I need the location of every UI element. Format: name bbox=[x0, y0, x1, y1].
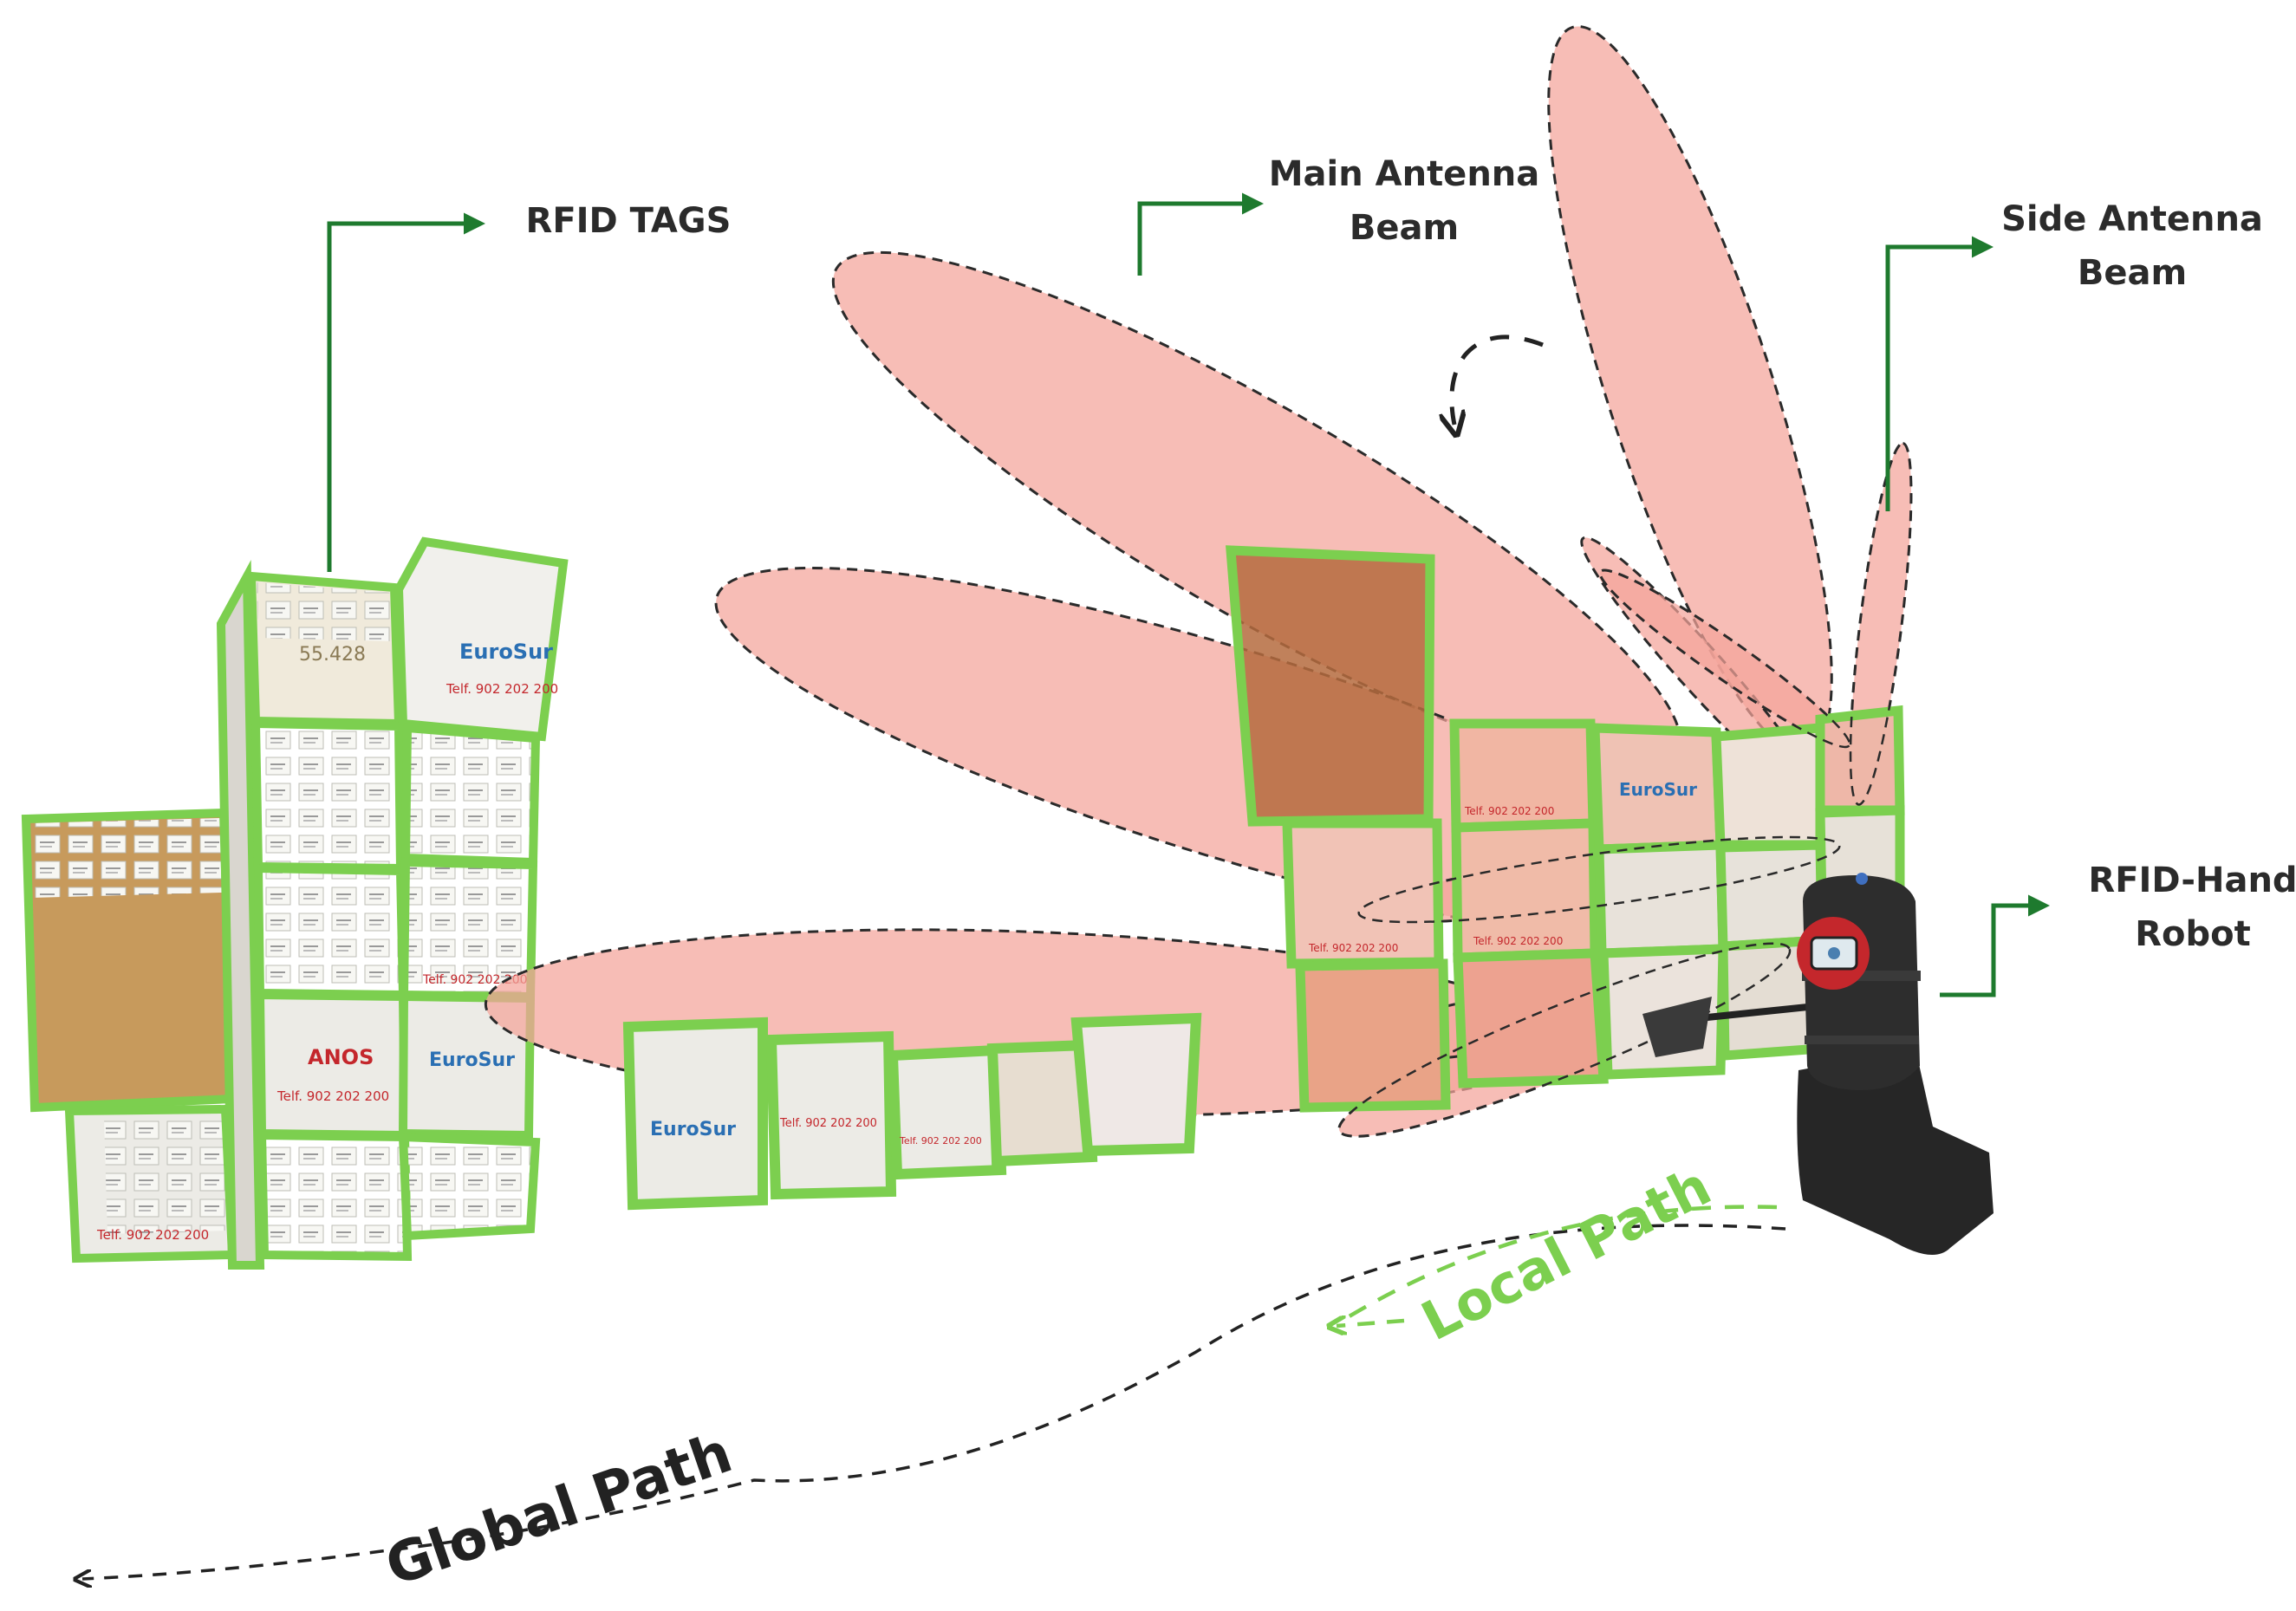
box-brand-label: EuroSur bbox=[1619, 779, 1697, 800]
white-box bbox=[1723, 940, 1822, 1056]
white-box bbox=[992, 1045, 1092, 1161]
robot-top-light bbox=[1856, 873, 1868, 885]
box-phone-label: Telf. 902 202 200 bbox=[899, 1135, 982, 1147]
white-box bbox=[262, 1135, 407, 1257]
tag-outline bbox=[257, 1130, 413, 1262]
tag-outline bbox=[622, 1017, 768, 1211]
main-antenna-label-line1: Main Antenna bbox=[1268, 154, 1540, 194]
rfid-tags-label: RFID TAGS bbox=[525, 201, 732, 241]
global-path-label: Global Path bbox=[378, 1421, 740, 1599]
side-antenna-label-line2: Beam bbox=[2077, 253, 2188, 293]
white-box bbox=[403, 997, 530, 1135]
white-box bbox=[1454, 724, 1593, 828]
white-box bbox=[406, 728, 536, 862]
side-antenna-label-line1: Side Antenna bbox=[2001, 199, 2263, 239]
box-phone-label: Telf. 902 202 200 bbox=[1464, 805, 1554, 817]
white-box bbox=[1076, 1018, 1196, 1151]
rotation-arrow-icon bbox=[1452, 335, 1544, 425]
robot-eye bbox=[1828, 947, 1840, 959]
box-price-label: 55.428 bbox=[299, 644, 366, 666]
box-brand-label: EuroSur bbox=[429, 1049, 515, 1071]
tag-sheet bbox=[29, 818, 222, 898]
white-box bbox=[1458, 953, 1603, 1083]
callout-arrow-icon bbox=[1940, 894, 2050, 997]
main-antenna-label-line2: Beam bbox=[1349, 208, 1460, 248]
robot-collar bbox=[1805, 1036, 1919, 1044]
box-brand-label: EuroSur bbox=[459, 640, 553, 664]
white-box bbox=[260, 995, 405, 1135]
tag-outline bbox=[1070, 1012, 1202, 1157]
global-path-line bbox=[82, 1224, 1786, 1579]
box-prints-left: 55.428 EuroSur Telf. 902 202 200 ANOS Te… bbox=[96, 640, 558, 1243]
white-box bbox=[256, 724, 400, 868]
white-box bbox=[771, 1036, 891, 1194]
white-box bbox=[403, 1137, 536, 1236]
white-box bbox=[1716, 728, 1820, 845]
white-box bbox=[1599, 845, 1723, 953]
white-box bbox=[404, 862, 533, 997]
tag-outline bbox=[887, 1044, 1007, 1180]
tag-outline bbox=[394, 536, 569, 742]
tag-outline bbox=[986, 1039, 1098, 1167]
robot-label-line2: Robot bbox=[2135, 914, 2251, 954]
callout-arrows bbox=[327, 192, 2050, 997]
box-phone-label: Telf. 902 202 200 bbox=[276, 1088, 389, 1104]
tag-sheet bbox=[257, 582, 394, 641]
white-box bbox=[1820, 711, 1900, 810]
robot-gripper bbox=[1642, 997, 1712, 1057]
white-box bbox=[893, 1050, 1001, 1174]
box-phone-label: Telf. 902 202 200 bbox=[779, 1117, 877, 1130]
box-phone-label: Telf. 902 202 200 bbox=[96, 1227, 209, 1243]
robot-icon bbox=[1642, 873, 1994, 1255]
box-phone-label: Telf. 902 202 200 bbox=[446, 681, 558, 697]
local-path-arrow-icon bbox=[1337, 1321, 1405, 1326]
white-box bbox=[1287, 823, 1439, 964]
white-box bbox=[1300, 964, 1446, 1108]
white-box bbox=[1720, 845, 1822, 946]
middle-box-row: EuroSur Telf. 902 202 200 Telf. 902 202 … bbox=[622, 1012, 1202, 1211]
white-box bbox=[628, 1023, 763, 1205]
tag-outline bbox=[1295, 958, 1451, 1113]
robot-base bbox=[1797, 1049, 1994, 1255]
local-path-label: Local Path bbox=[1412, 1154, 1721, 1354]
tag-outline bbox=[216, 560, 265, 1270]
white-box bbox=[1595, 728, 1720, 849]
white-box bbox=[1456, 823, 1595, 958]
box-brand-label: ANOS bbox=[308, 1045, 374, 1069]
box-phone-label: Telf. 902 202 200 bbox=[1308, 942, 1398, 954]
white-box bbox=[258, 868, 403, 995]
callout-arrow-icon bbox=[1137, 192, 1264, 276]
cardboard-box bbox=[1231, 550, 1430, 822]
tag-outline bbox=[765, 1030, 897, 1200]
left-box-stack bbox=[21, 536, 569, 1270]
callout-arrow-icon bbox=[327, 212, 485, 572]
robot-label-line1: RFID-Hand bbox=[2088, 861, 2296, 900]
box-phone-label: Telf. 902 202 200 bbox=[1473, 935, 1563, 947]
callout-arrow-icon bbox=[1885, 236, 1994, 511]
tag-outline bbox=[398, 1132, 541, 1241]
tag-outline bbox=[1598, 944, 1728, 1080]
white-box bbox=[399, 542, 563, 737]
tag-sheet bbox=[104, 1116, 227, 1234]
box-brand-label: EuroSur bbox=[650, 1119, 736, 1140]
